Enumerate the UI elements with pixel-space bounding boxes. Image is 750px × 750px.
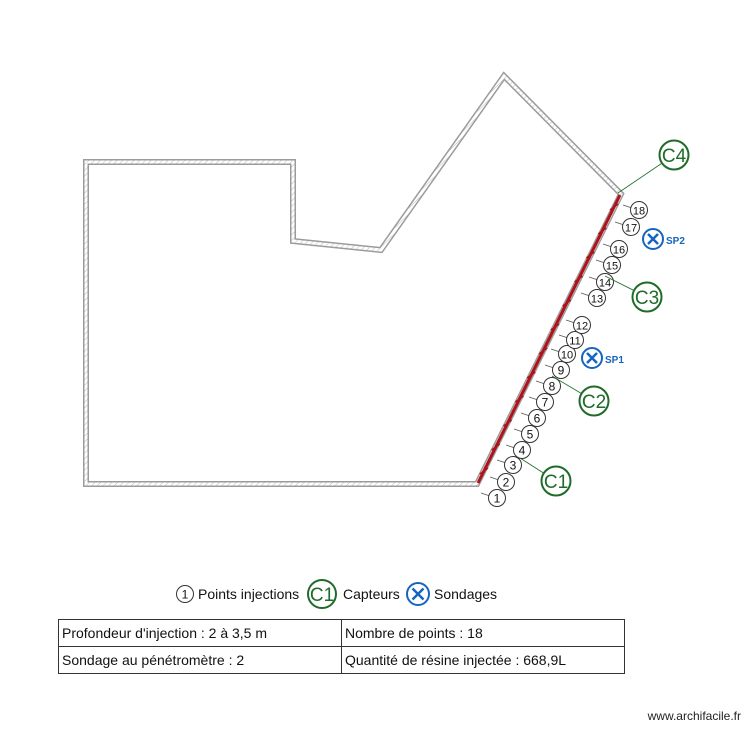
injection-point: 3 [504, 456, 522, 474]
injection-point-label: 11 [569, 336, 580, 348]
injection-point: 17 [622, 218, 640, 236]
svg-text:C1: C1 [310, 585, 334, 606]
table-row: Sondage au pénétromètre : 2 Quantité de … [58, 646, 625, 674]
table-row: Profondeur d'injection : 2 à 3,5 m Nombr… [58, 619, 625, 647]
injection-point: 15 [603, 256, 621, 274]
crack-mark [609, 203, 619, 211]
injection-point-label: 15 [606, 261, 618, 273]
injection-point-label: 16 [613, 245, 625, 257]
injection-point: 4 [513, 441, 531, 459]
crack-mark [479, 467, 489, 475]
legend: 1 Points injections C1 Capteurs Sondages [0, 578, 750, 610]
injection-point: 10 [558, 345, 576, 363]
injection-point-label: 9 [558, 364, 565, 378]
injection-point: 16 [610, 240, 628, 258]
quantite-cell: Quantité de résine injectée : 668,9L [341, 646, 625, 674]
injection-point: 6 [528, 409, 546, 427]
sondages: SP1 SP2 [581, 228, 685, 369]
crack-line [476, 194, 622, 484]
legend-capteurs-label: Capteurs [343, 586, 400, 602]
injection-point-label: 5 [527, 428, 534, 442]
legend-sondages: Sondages [405, 578, 497, 610]
profondeur-cell: Profondeur d'injection : 2 à 3,5 m [58, 619, 342, 647]
injection-point-label: 18 [633, 206, 645, 218]
capteur: C4 [617, 139, 690, 194]
crack-mark [503, 419, 513, 427]
crack-mark [538, 347, 548, 355]
crack-mark [574, 275, 584, 283]
capteur-label: C2 [582, 392, 606, 413]
capteur-label: C1 [544, 472, 568, 493]
crack-mark [491, 443, 501, 451]
info-table: Profondeur d'injection : 2 à 3,5 m Nombr… [58, 619, 625, 674]
capteur-label: C4 [662, 146, 687, 167]
injection-point-label: 6 [534, 412, 541, 426]
crack-mark [585, 251, 595, 259]
capteur-label: C3 [635, 288, 659, 309]
capteurs: C1 C2 C3 C4 [519, 139, 690, 497]
injection-point: 13 [588, 289, 606, 307]
legend-capteurs: C1 Capteurs [306, 578, 400, 610]
injection-point: 5 [521, 425, 539, 443]
crack-mark [562, 299, 572, 307]
sondage-marker: SP2 [642, 228, 685, 250]
svg-text:1: 1 [182, 588, 189, 602]
sondage-label: SP1 [605, 355, 624, 366]
sondage-label: SP2 [666, 236, 685, 247]
legend-points-label: Points injections [198, 586, 300, 602]
injection-point: 18 [630, 201, 648, 219]
sondage-cell: Sondage au pénétromètre : 2 [58, 646, 342, 674]
injection-point-label: 13 [591, 294, 603, 306]
nombre-points-cell: Nombre de points : 18 [341, 619, 625, 647]
injection-point-label: 7 [542, 396, 549, 410]
injection-point: 1 [488, 489, 506, 507]
injection-point: 11 [566, 331, 584, 349]
injection-point-label: 1 [494, 492, 501, 506]
injection-point-label: 12 [576, 321, 588, 333]
injection-point-label: 14 [599, 278, 611, 290]
injection-point-label: 4 [519, 444, 526, 458]
crack-mark [597, 227, 607, 235]
injection-crack-line [476, 194, 622, 484]
crack-mark [550, 323, 560, 331]
injection-point: 9 [552, 361, 570, 379]
injection-point-label: 2 [503, 476, 510, 490]
injection-point: 8 [543, 377, 561, 395]
building-wall-inner-hatch [84, 73, 623, 486]
capteur: C3 [604, 275, 663, 313]
injection-leaders [480, 204, 633, 497]
sondage-marker: SP1 [581, 347, 624, 369]
legend-sondages-label: Sondages [434, 586, 498, 602]
injection-point: 7 [536, 393, 554, 411]
legend-point-symbol: 1 [176, 585, 194, 603]
sondage-icon [406, 582, 430, 606]
capteur: C2 [551, 375, 610, 417]
injection-point-label: 3 [510, 459, 517, 473]
crack-mark [526, 371, 536, 379]
injection-point-label: 10 [561, 350, 573, 362]
injection-point: 12 [573, 316, 591, 334]
legend-points: 1 Points injections [175, 578, 299, 610]
footer-watermark: www.archifacile.fr [647, 709, 741, 723]
legend-capteur-symbol: C1 [307, 579, 337, 609]
injection-point-label: 17 [625, 223, 637, 235]
injection-point-label: 8 [549, 380, 556, 394]
crack-mark [514, 395, 524, 403]
injection-point: 2 [497, 473, 515, 491]
capteur: C1 [519, 457, 572, 497]
